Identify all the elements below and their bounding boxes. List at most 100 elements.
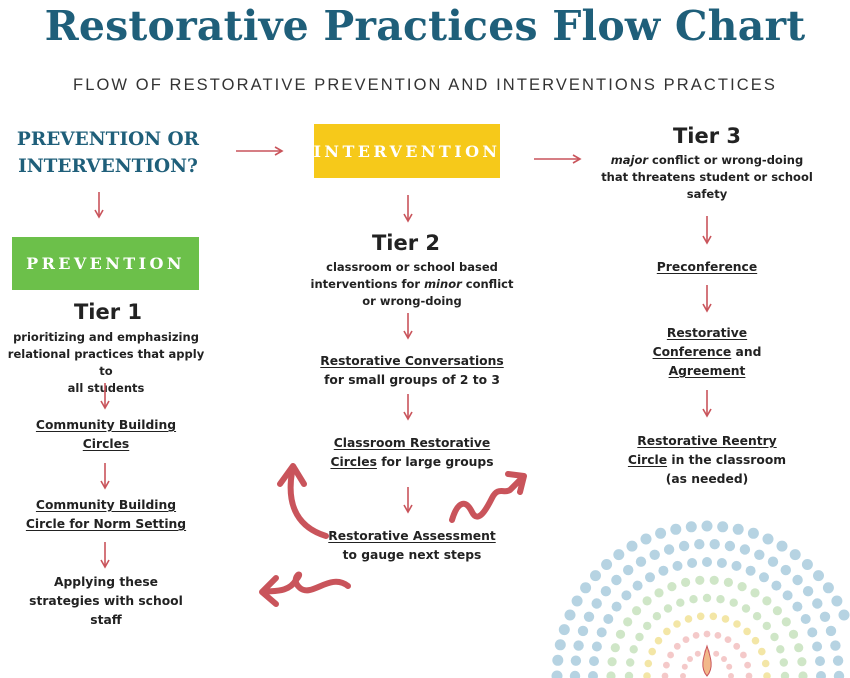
tier1-step-community-circles[interactable]: Community Building Circles: [6, 416, 206, 454]
tier2-desc-line-2-pre: interventions for: [310, 277, 425, 291]
tier3-step-reentry[interactable]: Restorative Reentry Circle in the classr…: [597, 432, 817, 489]
rainbow-dot: [673, 620, 681, 628]
rainbow-dot: [695, 575, 705, 585]
rainbow-dot: [780, 671, 790, 678]
tier1-step2-line-1[interactable]: Community Building: [35, 498, 177, 512]
tier2-step1-link[interactable]: Restorative Conversations: [320, 354, 504, 368]
rainbow-dot: [703, 630, 711, 638]
tier3-title: Tier 3: [672, 124, 742, 148]
rainbow-dot: [661, 672, 669, 678]
rainbow-dot: [610, 643, 620, 653]
tier2-step-conversations[interactable]: Restorative Conversations for small grou…: [290, 352, 534, 390]
tier1-desc-line-1: prioritizing and emphasizing: [13, 330, 199, 344]
tier3-step2-line-2: Conference and: [597, 343, 817, 362]
tier2-step3-link[interactable]: Restorative Assessment: [328, 529, 496, 543]
rainbow-dot: [626, 658, 635, 667]
tier3-desc-major: major: [610, 153, 649, 167]
tier2-step-classroom-circles[interactable]: Classroom Restorative Circles for large …: [290, 434, 534, 472]
rainbow-dot: [713, 650, 720, 657]
tier3-step2-link-1[interactable]: Restorative: [666, 326, 748, 340]
rainbow-dot: [580, 582, 592, 594]
rainbow-dot: [813, 570, 824, 582]
tier3-desc-line-1: major conflict or wrong-doing: [590, 152, 824, 169]
rainbow-dot: [672, 560, 683, 571]
rainbow-dot: [663, 661, 670, 669]
rainbow-dot: [667, 651, 674, 659]
rainbow-dot: [676, 598, 685, 607]
tier1-step2-line-2[interactable]: Circle for Norm Setting: [25, 517, 187, 531]
page-subtitle: FLOW OF RESTORATIVE PREVENTION AND INTER…: [73, 76, 777, 94]
rainbow-dot: [782, 590, 793, 601]
rainbow-dot: [819, 611, 831, 622]
rainbow-dot: [716, 595, 725, 604]
rainbow-dot: [798, 671, 808, 678]
tier3-step-preconference[interactable]: Preconference: [597, 258, 817, 277]
tier3-step2-link-2[interactable]: Conference: [652, 345, 732, 359]
rainbow-dot: [833, 670, 845, 678]
rainbow-dot: [792, 574, 803, 586]
tier2-step-assessment[interactable]: Restorative Assessment to gauge next ste…: [290, 527, 534, 565]
rainbow-dot: [600, 586, 612, 597]
tier2-step2-link-2[interactable]: Circles: [330, 455, 377, 469]
tier3-description: major conflict or wrong-doing that threa…: [590, 152, 824, 203]
rainbow-dot: [642, 596, 652, 606]
tier1-step-norm-setting[interactable]: Community Building Circle for Norm Setti…: [6, 496, 206, 534]
rainbow-dot: [635, 632, 644, 642]
rainbow-dot: [663, 604, 673, 613]
rainbow-dot: [626, 540, 638, 552]
tier3-step1-link[interactable]: Preconference: [656, 260, 758, 274]
question-line-1: PREVENTION OR: [16, 129, 200, 150]
tier3-step3-link-2[interactable]: Circle: [627, 453, 668, 467]
tier3-step-conference[interactable]: Restorative Conference and Agreement: [597, 324, 817, 381]
tier3-step3-line-2: Circle in the classroom: [597, 451, 817, 470]
rainbow-dot: [767, 556, 779, 567]
tier3-step2-link-3[interactable]: Agreement: [668, 364, 746, 378]
rainbow-dot: [772, 606, 783, 616]
prevention-label: PREVENTION: [26, 254, 185, 273]
rainbow-dot: [607, 657, 617, 667]
rainbow-dot: [816, 671, 826, 678]
curved-loop-arrow-icon: [287, 469, 329, 539]
tier2-step2-line-2: Circles for large groups: [290, 453, 534, 472]
rainbow-dot: [724, 540, 736, 552]
rainbow-dot: [709, 575, 719, 585]
rainbow-dot: [702, 557, 712, 567]
rainbow-dot: [743, 627, 751, 636]
rainbow-dot: [794, 643, 804, 653]
tier2-desc-line-2-post: conflict: [461, 277, 514, 291]
rainbow-dot: [652, 612, 662, 621]
rainbow-dot: [621, 590, 632, 601]
rainbow-dot: [591, 598, 602, 609]
rainbow-dot: [603, 614, 614, 624]
tier2-step2-link-1[interactable]: Classroom Restorative: [333, 436, 491, 450]
rainbow-dot: [589, 656, 599, 667]
rainbow-dot: [724, 636, 732, 643]
rainbow-dot: [825, 625, 837, 637]
page-title: Restorative Practices Flow Chart: [44, 2, 806, 50]
rainbow-dot: [632, 580, 643, 591]
rainbow-dot: [728, 673, 734, 678]
tier3-step2-and: and: [731, 345, 762, 359]
rainbow-dot: [763, 672, 771, 678]
rainbow-dot: [648, 647, 656, 656]
rainbow-dot: [670, 523, 682, 535]
tier1-desc-line-3: all students: [67, 381, 145, 395]
curved-loop-arrow-icon: [449, 475, 525, 523]
rainbow-dot: [739, 544, 751, 555]
rainbow-dot: [682, 636, 690, 643]
rainbow-dot: [654, 588, 664, 598]
tier1-step3-line-2: strategies with school: [29, 594, 183, 608]
rainbow-dot: [611, 574, 622, 586]
tier1-step1-line-2[interactable]: Circles: [82, 437, 130, 451]
rainbow-dot: [721, 615, 730, 623]
rainbow-dot: [681, 663, 688, 670]
rainbow-dot: [771, 580, 782, 591]
rainbow-dot: [655, 527, 667, 539]
rainbow-dot: [573, 640, 584, 651]
rainbow-dot: [788, 629, 799, 639]
rainbow-dot: [694, 650, 701, 657]
tier1-step1-line-1[interactable]: Community Building: [35, 418, 177, 432]
rainbow-dot: [752, 612, 762, 621]
tier3-step3-link-1[interactable]: Restorative Reentry: [637, 434, 777, 448]
